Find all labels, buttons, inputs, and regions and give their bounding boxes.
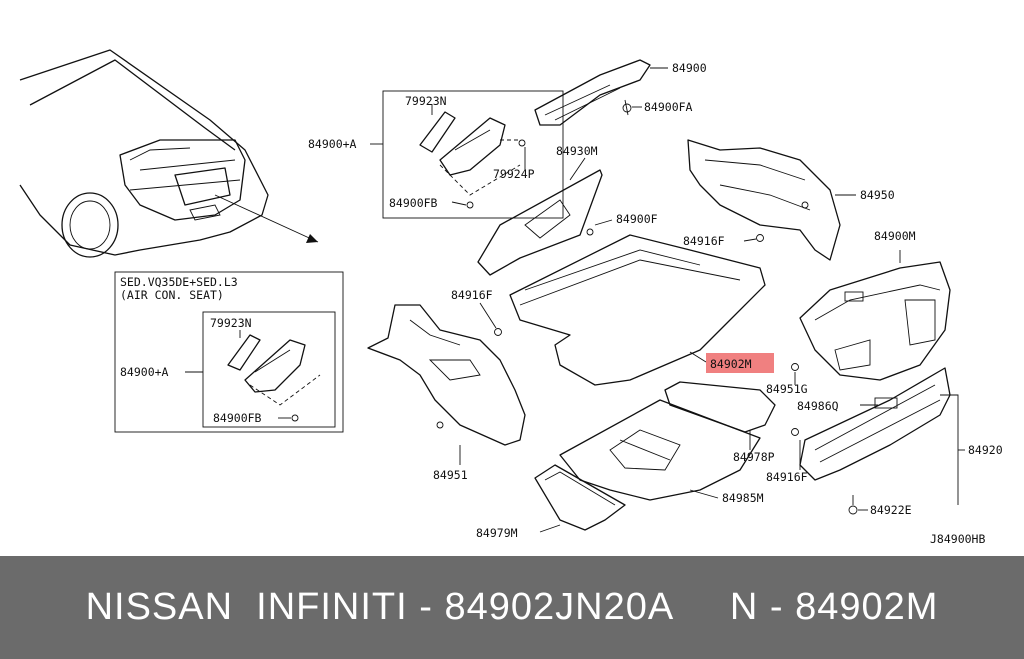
highlight-84902M — [706, 353, 774, 373]
label-84900FB-box: 84900FB — [213, 411, 262, 425]
label-84950: 84950 — [860, 188, 895, 202]
label-84900F: 84900F — [616, 212, 658, 226]
note-line-1: SED.VQ35DE+SED.L3 — [120, 275, 238, 289]
part-84951 — [367, 302, 526, 465]
label-84916F-c: 84916F — [766, 470, 808, 484]
label-84900A-top: 84900+A — [308, 137, 357, 151]
label-79924P: 79924P — [493, 167, 535, 181]
label-84902M: 84902M — [710, 357, 752, 371]
note-line-2: (AIR CON. SEAT) — [120, 288, 224, 302]
label-drawing-code: J84900HB — [930, 532, 985, 546]
detail-box-bottom — [114, 271, 344, 433]
label-84951G: 84951G — [766, 382, 808, 396]
label-84986Q: 84986Q — [797, 399, 839, 413]
footer-part-number-text: NISSAN INFINITI - 84902JN20A N - 84902M — [85, 586, 939, 628]
label-84951: 84951 — [433, 468, 468, 482]
label-84979M: 84979M — [476, 526, 518, 540]
part-84920 — [791, 367, 965, 515]
label-84930M: 84930M — [556, 144, 598, 158]
label-84900: 84900 — [672, 61, 707, 75]
label-79923N-box: 79923N — [210, 316, 252, 330]
part-84978P — [664, 381, 776, 450]
label-84900FB-top: 84900FB — [389, 196, 438, 210]
part-84985M — [559, 399, 761, 501]
label-79923N-top: 79923N — [405, 94, 447, 108]
part-84902M — [509, 234, 766, 386]
part-84900 — [534, 59, 668, 126]
label-84900A-box: 84900+A — [120, 365, 169, 379]
part-84950 — [687, 139, 856, 261]
parts-diagram: SED.VQ35DE+SED.L3 (AIR CON. SEAT) 84900 … — [19, 49, 1003, 546]
label-84900M: 84900M — [874, 229, 916, 243]
part-84900M — [791, 250, 951, 385]
label-84916F-b: 84916F — [451, 288, 493, 302]
label-84985M: 84985M — [722, 491, 764, 505]
label-84920: 84920 — [968, 443, 1003, 457]
label-84978P: 84978P — [733, 450, 775, 464]
label-84900FA: 84900FA — [644, 100, 693, 114]
label-84922E: 84922E — [870, 503, 912, 517]
label-84916F-a: 84916F — [683, 234, 725, 248]
detail-box-top — [370, 90, 564, 219]
part-number-footer: NISSAN INFINITI - 84902JN20A N - 84902M — [0, 556, 1024, 659]
part-84979M — [534, 464, 626, 533]
car-rear-illustration — [19, 49, 319, 258]
callout-labels: SED.VQ35DE+SED.L3 (AIR CON. SEAT) 84900 … — [120, 61, 1003, 546]
part-84930M — [477, 157, 613, 276]
